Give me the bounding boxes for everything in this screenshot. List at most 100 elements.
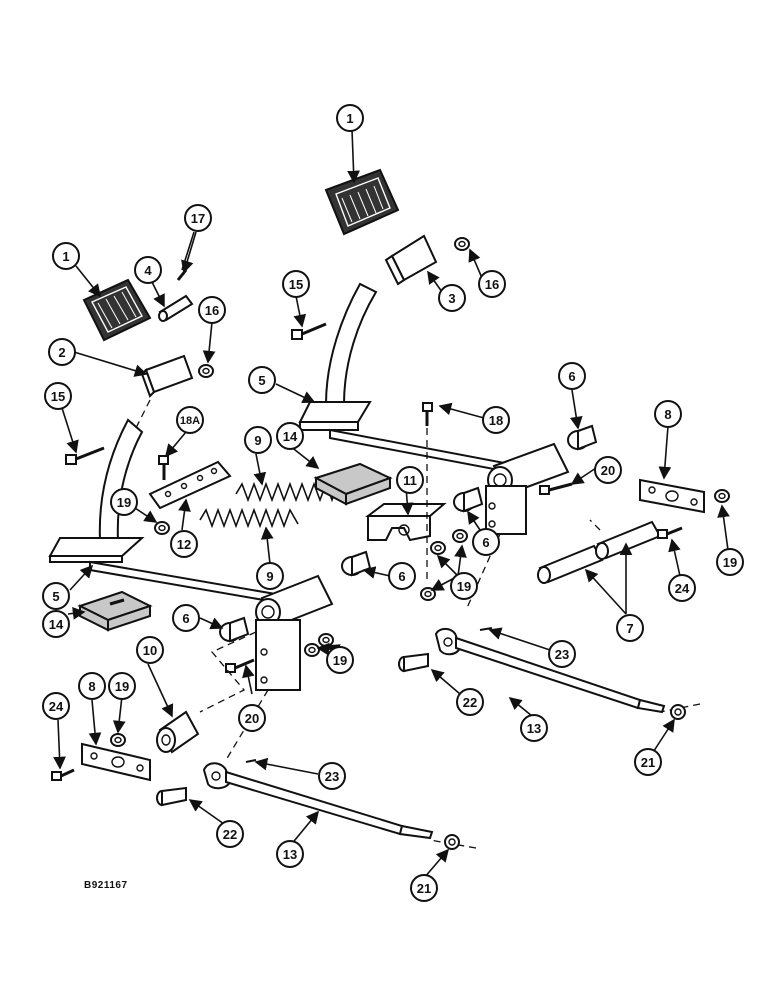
callout-13-left: 13 — [276, 840, 304, 868]
nut-19-c — [452, 529, 468, 543]
callout-19-right: 19 — [716, 548, 744, 576]
svg-text:11: 11 — [403, 473, 417, 488]
bushing-6-a — [341, 550, 372, 577]
pivot-tube-right — [485, 442, 570, 535]
svg-text:3: 3 — [448, 291, 455, 306]
callout-6-left: 6 — [172, 604, 200, 632]
svg-text:19: 19 — [115, 679, 129, 694]
svg-text:19: 19 — [457, 579, 471, 594]
callout-8-left: 8 — [78, 672, 106, 700]
svg-text:12: 12 — [177, 537, 191, 552]
svg-text:24: 24 — [675, 581, 690, 596]
callout-13-right: 13 — [520, 714, 548, 742]
clevis-pin-22-left — [156, 786, 187, 807]
callout-17: 17 — [184, 204, 212, 232]
bushing-6-c — [567, 424, 598, 451]
bushing-6-d — [219, 616, 250, 643]
bolt-24-left — [51, 768, 75, 781]
callouts: 1 1 2 3 4 5 5 6 6 6 6 7 8 8 9 9 10 11 12… — [42, 104, 744, 902]
callout-12: 12 — [170, 530, 198, 558]
link-rod-13-right — [434, 628, 666, 714]
callout-20-right: 20 — [594, 456, 622, 484]
callout-5-left: 5 — [42, 582, 70, 610]
bushing-6-b — [453, 486, 484, 513]
nut-19-e — [304, 643, 320, 657]
callout-7: 7 — [616, 614, 644, 642]
svg-text:14: 14 — [283, 429, 298, 444]
callout-14-lower: 14 — [42, 610, 70, 638]
svg-text:5: 5 — [52, 589, 59, 604]
callout-1-left: 1 — [52, 242, 80, 270]
callout-23-left: 23 — [318, 762, 346, 790]
svg-text:7: 7 — [626, 621, 633, 636]
svg-text:13: 13 — [527, 721, 541, 736]
callout-2: 2 — [48, 338, 76, 366]
callout-11: 11 — [396, 466, 424, 494]
svg-text:18A: 18A — [180, 415, 200, 427]
bushing-10 — [156, 710, 200, 754]
clevis-pin-22-right — [398, 652, 429, 673]
callout-24-left: 24 — [42, 692, 70, 720]
nut-21-left — [444, 834, 460, 850]
svg-text:6: 6 — [568, 369, 575, 384]
svg-text:20: 20 — [245, 711, 259, 726]
callout-21-left: 21 — [410, 874, 438, 902]
svg-text:23: 23 — [555, 647, 569, 662]
nut-19-b — [430, 541, 446, 555]
bolt-15-left — [65, 446, 105, 465]
callout-6-center: 6 — [388, 562, 416, 590]
svg-text:1: 1 — [346, 111, 353, 126]
svg-text:17: 17 — [191, 211, 205, 226]
cotter-pin-23-left — [245, 759, 257, 763]
tube-7 — [537, 520, 662, 584]
svg-text:9: 9 — [254, 433, 261, 448]
svg-text:8: 8 — [88, 679, 95, 694]
svg-text:18: 18 — [489, 413, 503, 428]
svg-text:15: 15 — [289, 277, 303, 292]
svg-text:21: 21 — [417, 881, 431, 896]
svg-text:24: 24 — [49, 699, 64, 714]
svg-text:5: 5 — [258, 373, 265, 388]
callout-9-upper: 9 — [244, 426, 272, 454]
callout-15-left: 15 — [44, 382, 72, 410]
drawing-id-label: B921167 — [84, 880, 128, 891]
callout-19-lowleft: 19 — [108, 672, 136, 700]
nut-19-g — [714, 489, 730, 503]
svg-text:6: 6 — [482, 535, 489, 550]
bolt-24-right — [657, 526, 683, 539]
pin-4 — [158, 294, 194, 322]
svg-text:1: 1 — [62, 249, 69, 264]
nut-19-f — [318, 633, 334, 647]
callout-23-right: 23 — [548, 640, 576, 668]
callout-5-right: 5 — [248, 366, 276, 394]
callout-21-right: 21 — [634, 748, 662, 776]
svg-text:21: 21 — [641, 755, 655, 770]
bolt-18a — [158, 455, 169, 480]
link-rod-13-left — [202, 762, 434, 840]
svg-text:16: 16 — [205, 303, 219, 318]
callout-15-right: 15 — [282, 270, 310, 298]
callout-20-left: 20 — [238, 704, 266, 732]
pad-14-upper — [313, 462, 393, 506]
spring-plate-12 — [148, 460, 232, 510]
svg-text:10: 10 — [143, 643, 157, 658]
nut-21-right — [670, 704, 686, 720]
callout-1-upper: 1 — [336, 104, 364, 132]
bolt-18 — [422, 402, 433, 580]
pedal-arm-right — [298, 282, 521, 476]
callout-22-right: 22 — [456, 688, 484, 716]
svg-text:14: 14 — [49, 617, 64, 632]
callout-9-lower: 9 — [256, 562, 284, 590]
bolt-20-left — [225, 658, 255, 673]
svg-text:6: 6 — [182, 611, 189, 626]
nut-16-left — [198, 364, 214, 378]
callout-16-right: 16 — [478, 270, 506, 298]
nut-19-a — [154, 521, 170, 535]
bolt-15-right — [291, 322, 327, 340]
callout-19-left: 19 — [110, 488, 138, 516]
nut-19-h — [110, 733, 126, 747]
svg-text:2: 2 — [58, 345, 65, 360]
svg-text:20: 20 — [601, 463, 615, 478]
pad-bracket-3 — [384, 234, 438, 286]
